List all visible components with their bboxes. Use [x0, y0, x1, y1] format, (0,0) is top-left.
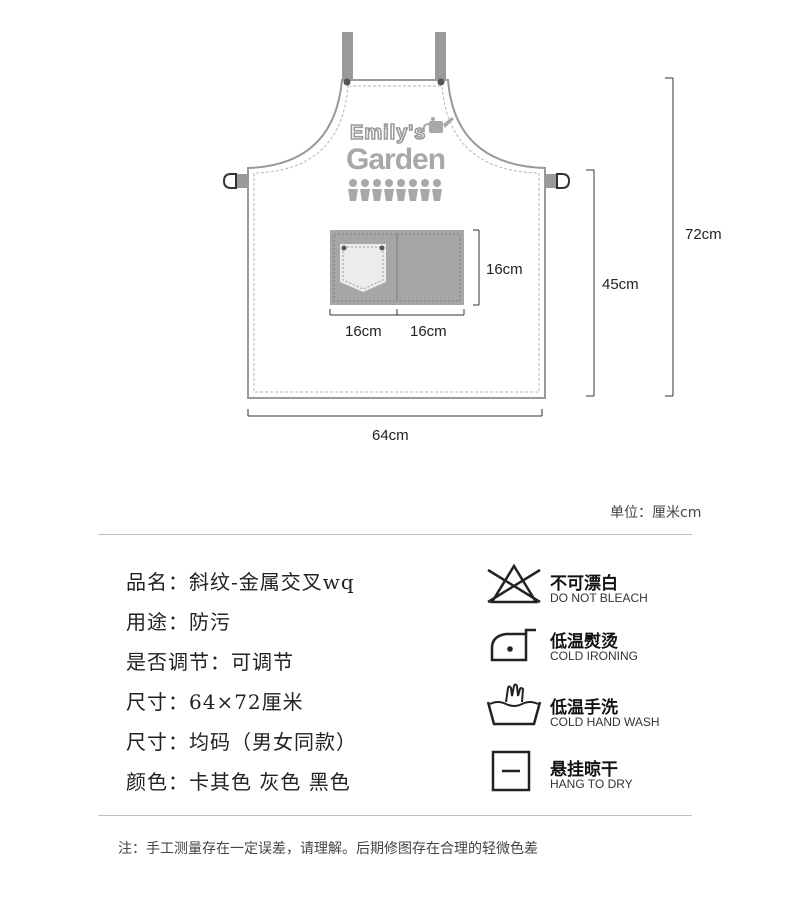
spec-usage: 用途：防污	[126, 610, 231, 634]
care-sub-hand-wash: COLD HAND WASH	[550, 715, 660, 729]
inner-pocket-stitch	[342, 246, 384, 290]
right-tab	[545, 174, 557, 188]
flower-pot-row-icon	[348, 179, 442, 201]
pocket-right-width-label: 16cm	[410, 323, 447, 340]
width-label: 64cm	[372, 427, 409, 444]
hand-wash-icon	[486, 683, 542, 726]
care-sub-no-bleach: DO NOT BLEACH	[550, 591, 648, 605]
no-bleach-icon	[487, 563, 541, 604]
divider-bottom	[98, 815, 692, 816]
brand-name-garden: Garden	[346, 143, 446, 176]
total-height-label: 72cm	[685, 226, 722, 243]
spec-colors: 颜色：卡其色 灰色 黑色	[126, 770, 351, 794]
measurement-note: 注：手工测量存在一定误差，请理解。后期修图存在合理的轻微色差	[118, 841, 538, 857]
care-title-hand-wash: 低温手洗	[550, 698, 618, 718]
dimension-lines	[247, 77, 674, 417]
hang-dry-icon	[491, 750, 531, 792]
pocket-left-width-label: 16cm	[345, 323, 382, 340]
body-height-label: 45cm	[602, 276, 639, 293]
right-rivet	[437, 78, 445, 86]
pocket-stitch-right	[396, 233, 461, 302]
care-sub-low-iron: COLD IRONING	[550, 649, 639, 663]
watering-can-icon	[422, 117, 454, 133]
spec-product-name: 品名：斜纹-金属交叉wq	[126, 570, 355, 594]
apron-illustration	[222, 32, 674, 417]
right-strap	[435, 32, 446, 82]
care-title-low-iron: 低温熨烫	[550, 632, 618, 652]
spec-size: 尺寸：64×72厘米	[126, 690, 304, 714]
left-rivet	[343, 78, 351, 86]
apron-stitching	[253, 85, 540, 393]
spec-adjustable: 是否调节：可调节	[126, 650, 294, 674]
left-d-ring-icon	[222, 173, 237, 189]
care-title-hang-dry: 悬挂晾干	[550, 760, 618, 780]
spec-size-fit: 尺寸：均码（男女同款）	[126, 730, 357, 754]
care-sub-hang-dry: HANG TO DRY	[550, 777, 633, 791]
inner-pocket	[340, 244, 386, 292]
care-title-no-bleach: 不可漂白	[550, 574, 618, 594]
pocket-rivet-left	[341, 245, 347, 251]
left-strap	[342, 32, 353, 82]
divider-top	[98, 534, 692, 535]
right-d-ring-icon	[556, 173, 571, 189]
unit-label: 单位：厘米cm	[610, 505, 702, 521]
brand-name-emilys: Emily's	[349, 121, 427, 145]
left-tab	[236, 174, 248, 188]
low-iron-icon	[490, 628, 536, 662]
pocket-rivet-right	[379, 245, 385, 251]
pocket-stitch-left	[333, 233, 398, 302]
pocket-height-label: 16cm	[486, 261, 523, 278]
